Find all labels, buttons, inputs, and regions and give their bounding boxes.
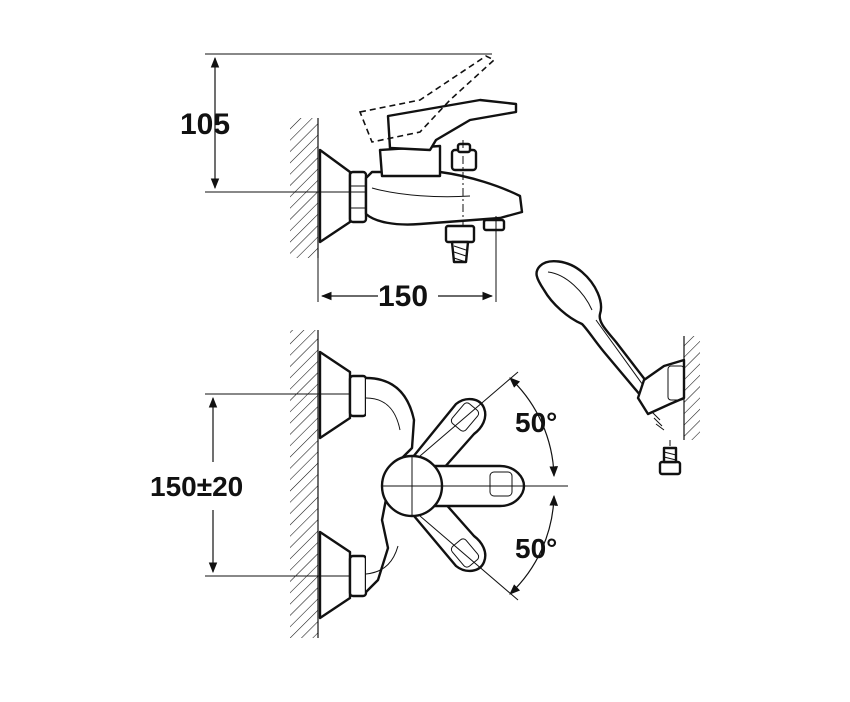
side-view: 105 150 xyxy=(180,53,524,313)
top-view: 50° 50° 150±20 xyxy=(150,330,568,638)
angle-arc-upper xyxy=(509,377,559,478)
lever-raised-outline xyxy=(358,55,496,143)
angle-arc-lower xyxy=(509,494,559,595)
hand-shower xyxy=(535,260,659,406)
angle-lower-label: 50° xyxy=(515,533,557,564)
hex-nut xyxy=(348,170,368,224)
dim-spacing-label: 150±20 xyxy=(150,471,243,502)
hand-shower-assembly xyxy=(535,260,700,476)
lever-handle xyxy=(386,98,518,152)
shower-holder xyxy=(636,358,686,416)
wall-hatch-bottom xyxy=(290,330,318,638)
wall-hatch-right xyxy=(684,336,700,440)
mixer-body-top xyxy=(365,376,416,593)
wall-hatch-top xyxy=(290,118,318,258)
dim-height-label: 105 xyxy=(180,108,230,141)
lower-flange xyxy=(318,530,352,620)
mounting-screw xyxy=(658,440,682,476)
dim-width-label: 150 xyxy=(378,280,428,313)
outlet-fitting xyxy=(444,224,476,244)
mixer-body xyxy=(364,170,524,226)
angle-upper-label: 50° xyxy=(515,407,557,438)
wall-flange xyxy=(318,148,352,244)
upper-flange xyxy=(318,350,352,440)
